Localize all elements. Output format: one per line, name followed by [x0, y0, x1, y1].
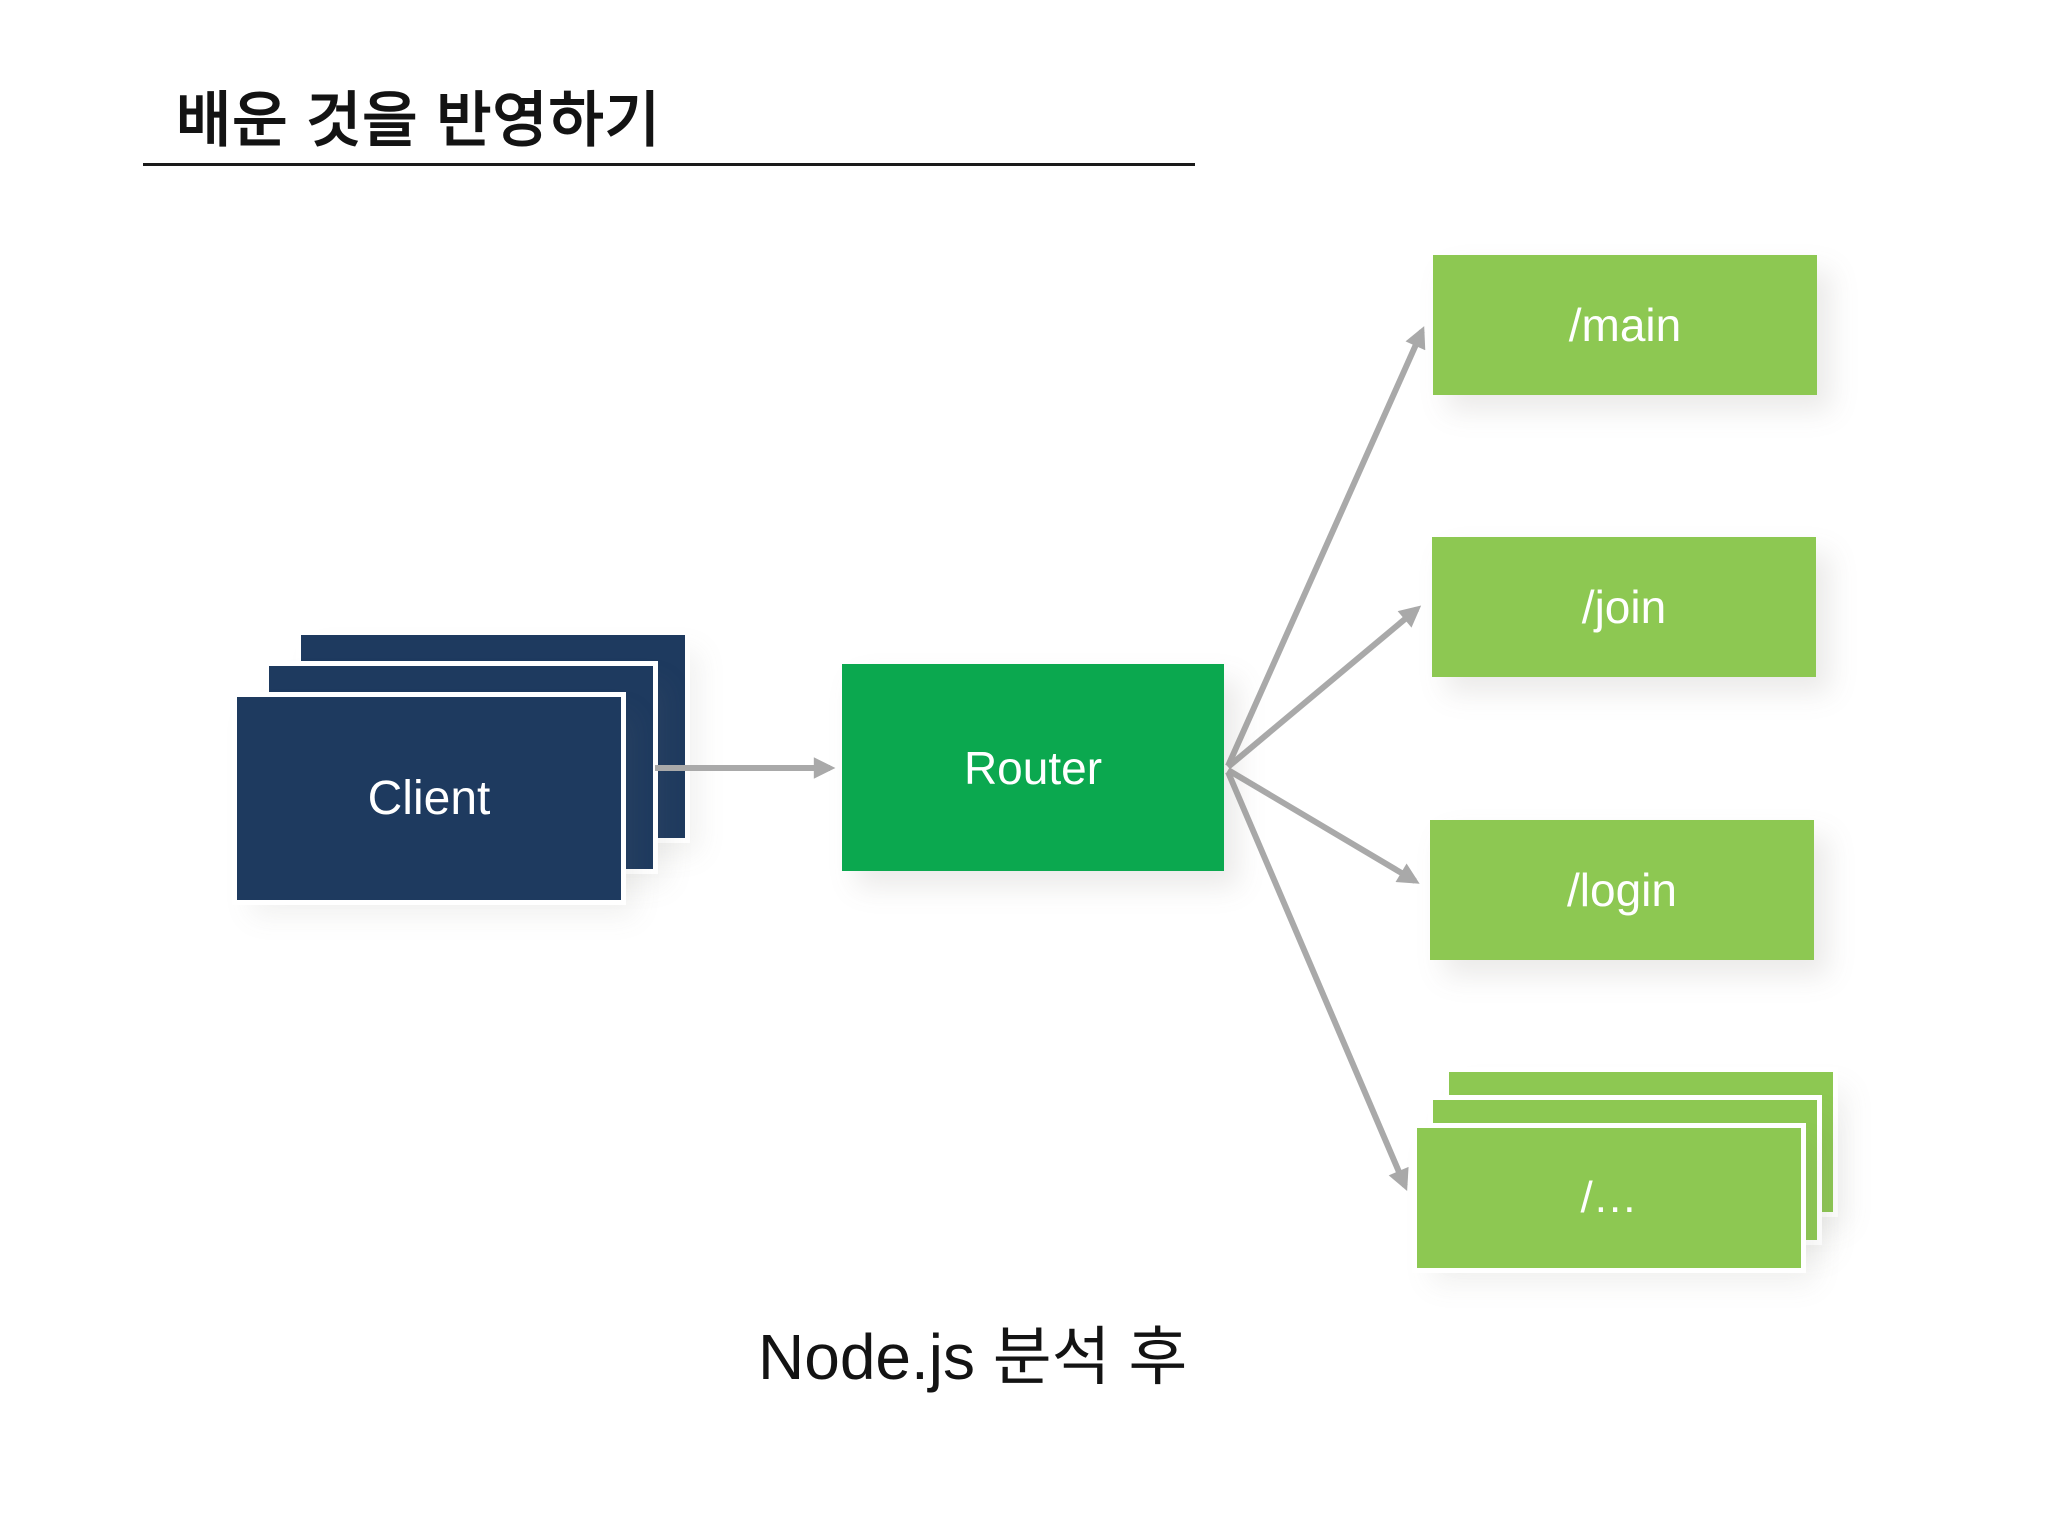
slide-title: 배운 것을 반영하기	[176, 87, 661, 154]
route-main-label: /main	[1568, 299, 1682, 351]
router-label: Router	[963, 741, 1103, 794]
arrow-router-to-join	[1226, 605, 1422, 770]
title-underline	[143, 163, 1195, 166]
route-node-rest: /...	[1417, 1072, 1841, 1274]
rest-stack-layer-front: /...	[1417, 1128, 1801, 1268]
arrow-router-to-rest	[1225, 770, 1409, 1191]
router-node: Router	[842, 664, 1224, 871]
arrow-router-to-main	[1225, 326, 1426, 768]
client-stack-layer-front: Client	[237, 697, 621, 900]
caption: Node.js 분석 후	[758, 1321, 1188, 1393]
route-rest-label: /...	[1580, 1173, 1638, 1222]
route-join-label: /join	[1581, 581, 1667, 633]
client-label: Client	[367, 772, 491, 825]
client-node: Client	[237, 635, 693, 905]
route-node-login: /login	[1430, 820, 1814, 960]
route-node-join: /join	[1432, 537, 1816, 677]
route-login-label: /login	[1567, 864, 1677, 916]
arrow-router-to-login	[1226, 767, 1420, 884]
route-node-main: /main	[1433, 255, 1817, 395]
